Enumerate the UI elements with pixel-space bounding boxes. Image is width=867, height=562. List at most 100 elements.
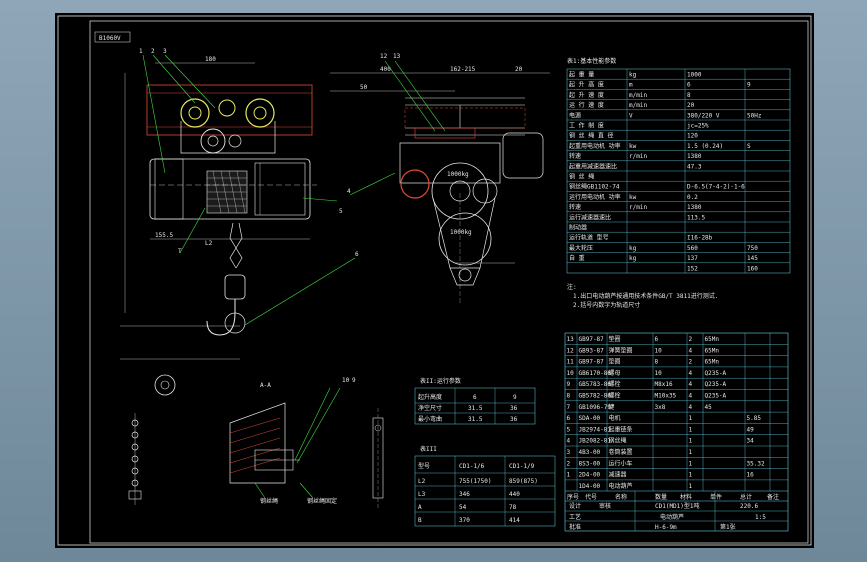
table2-title: 表II:运行参数 [420, 377, 461, 385]
parts-cell: 4 [689, 393, 693, 400]
callout-2: 2 [151, 48, 155, 55]
parts-cell: 4 [689, 381, 693, 388]
table1-cell: 运行减速器速比 [569, 213, 611, 221]
table1-cell: D-6.5(7-4-2)-1-6 [687, 184, 745, 191]
parts-cell: 3x8 [655, 404, 666, 411]
parts-cell: 6 [655, 336, 659, 343]
table1-cell: 自 重 [569, 254, 585, 262]
detail-a-label: A-A [260, 382, 271, 389]
callout-5: 5 [339, 208, 343, 215]
table-2: 表II:运行参数 起升高度 6 9 净空尺寸 31.5 36 最小弯曲 31.5… [414, 377, 536, 425]
callout-10: 10 [342, 377, 350, 384]
parts-cell: 螺母 [609, 369, 621, 377]
table1-cell: 380/220 V [687, 112, 720, 119]
table1-cell: kg [629, 255, 637, 262]
parts-header: 序号代号名称数量材料单件总计备注 [567, 493, 779, 501]
parts-cell: 49 [747, 426, 755, 433]
parts-cell: Q235-A [705, 393, 727, 400]
t2-h1: 6 [473, 394, 477, 401]
table1-cell: 113.5 [687, 214, 705, 221]
table1-cell: m/min [629, 92, 647, 99]
table1-cell: jc=25% [687, 123, 709, 130]
parts-cell: 1 [689, 483, 693, 490]
table1-cell: 运行用电动机 功率 [569, 193, 621, 201]
parts-cell: 45 [705, 404, 713, 411]
table1-cell: 160 [747, 265, 758, 272]
parts-cell: 2 [689, 336, 693, 343]
cad-drawing: B1060V 180 [57, 15, 812, 546]
parts-cell: 7 [567, 404, 571, 411]
table3-cell: 440 [509, 491, 520, 498]
parts-cell: 10 [655, 370, 663, 377]
table1-cell: 6 [687, 82, 691, 89]
table3-cell: 78 [509, 504, 517, 511]
table1-cell: 9 [747, 82, 751, 89]
side-view: 400 162-215 20 50 1000kg 1000kg [330, 53, 550, 303]
parts-cell: 8 [567, 393, 571, 400]
table1-cell: I16-28b [687, 235, 713, 242]
parts-cell: 螺栓 [609, 392, 621, 400]
table1-cell: 起 升 高 度 [569, 81, 604, 89]
role-review: 审核 [599, 502, 611, 510]
parts-cell: GB1096-79 [579, 404, 612, 411]
weld-note: 钢丝绳 [260, 497, 278, 505]
drawing-sheet: B1060V 180 [55, 13, 814, 548]
parts-cell: M8x16 [655, 381, 673, 388]
parts-cell: 8S3-00 [579, 460, 601, 467]
callout-6: 6 [355, 251, 359, 258]
table1-cell: 20 [687, 102, 695, 109]
table1-cell: kg [629, 245, 637, 252]
parts-cell: GB97-87 [579, 359, 605, 366]
parts-cell: SDA-00 [579, 415, 601, 422]
table3-cell: 859(875) [509, 478, 538, 485]
parts-cell: 1 [689, 460, 693, 467]
title-weight: 220.6 [740, 503, 758, 510]
title-sheet: 第1张 [720, 523, 736, 531]
code-box [94, 31, 131, 43]
table3-title: 表III [420, 445, 437, 453]
table1-cell: 750 [747, 245, 758, 252]
table3-cell: A [418, 504, 422, 511]
parts-cell: 卷筒装置 [609, 448, 633, 456]
parts-cell: GB6170-86 [579, 370, 612, 377]
table1-cell: 152 [687, 265, 698, 272]
parts-cell: 减速器 [609, 471, 627, 479]
parts-cell: 1 [689, 426, 693, 433]
table1-cell: 转速 [569, 152, 581, 160]
parts-cell: 弹簧垫圈 [609, 346, 633, 354]
table1-cell: r/min [629, 204, 647, 211]
anchor-note: 钢丝绳固定 [307, 497, 337, 505]
title-name: CD1(MD1)型1吨 [655, 502, 700, 510]
parts-cell: 4 [689, 347, 693, 354]
t2-r1c1: 31.5 [468, 416, 483, 423]
table1-cell: 运行轨道 型号 [569, 234, 609, 242]
parts-cell: 1 [567, 472, 571, 479]
table1-cell: V [629, 112, 633, 119]
table3-cell: L2 [418, 478, 426, 485]
parts-cell: 65Mn [705, 359, 720, 366]
table1-cell: 47.3 [687, 163, 702, 170]
table1-cell: 1380 [687, 204, 702, 211]
callout-3: 3 [163, 48, 167, 55]
parts-cell: 8 [655, 359, 659, 366]
t3-h0: 型号 [418, 462, 430, 470]
table1-cell: 1380 [687, 153, 702, 160]
table1-cell: 560 [687, 245, 698, 252]
parts-cell: 键 [609, 403, 615, 411]
parts-cell: 5.85 [747, 415, 762, 422]
parts-cell: 电机 [609, 414, 621, 422]
outer-frame [57, 15, 812, 546]
t2-r0c1: 31.5 [468, 405, 483, 412]
parts-cell: 垫圈 [609, 335, 621, 343]
parts-cell: 2 [689, 359, 693, 366]
detail-chain-column [128, 413, 142, 505]
parts-cell: 13 [567, 336, 575, 343]
parts-cell: Q235-A [705, 370, 727, 377]
dim-155-5: 155.5 [155, 232, 173, 239]
parts-cell: 34 [747, 438, 755, 445]
note-2: 2.括号内数字为轨道尺寸 [573, 301, 640, 309]
